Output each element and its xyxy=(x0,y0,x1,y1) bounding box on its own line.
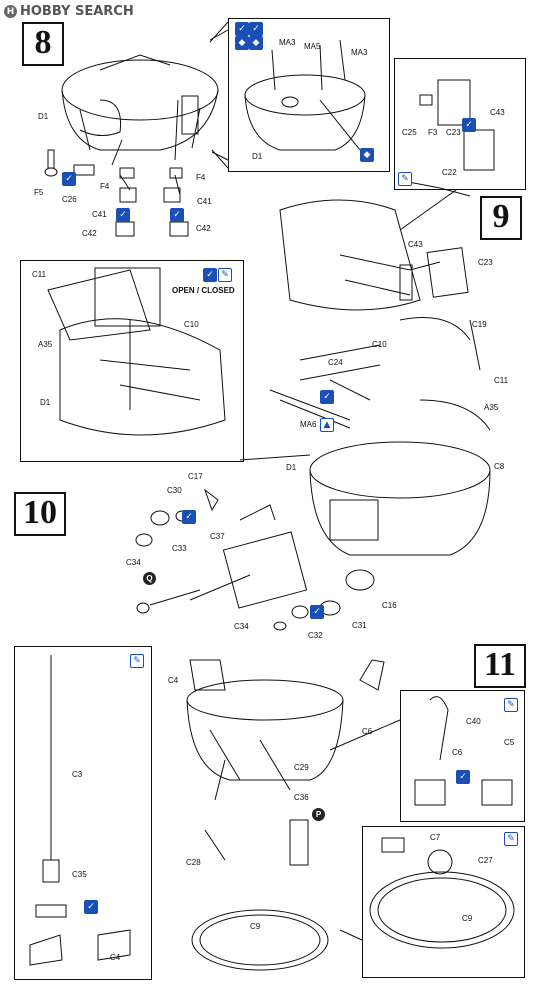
glue-icon: ✓ xyxy=(203,268,217,282)
part-label: C29 xyxy=(294,763,309,772)
brush-icon: ✎ xyxy=(218,268,232,282)
part-label: C34 xyxy=(234,622,249,631)
part-label: MA6 xyxy=(300,420,317,429)
glue-icon: ✓ xyxy=(456,770,470,784)
part-label: C43 xyxy=(408,240,423,249)
step11-detail-inset-top xyxy=(400,690,525,822)
brush-icon: ✎ xyxy=(130,654,144,668)
part-label: C41 xyxy=(92,210,107,219)
part-label: C7 xyxy=(430,833,441,842)
cement-icon: ▲ xyxy=(320,418,334,432)
step11-detail-inset-bottom xyxy=(362,826,525,978)
step8-inset-turret xyxy=(244,39,366,151)
open-closed-note: OPEN / CLOSED xyxy=(172,286,235,295)
marker-p: P xyxy=(312,808,325,821)
part-label: F3 xyxy=(428,128,438,137)
part-label: C10 xyxy=(184,320,199,329)
step11-main-drawing xyxy=(186,659,385,971)
watermark-text: HOBBY SEARCH xyxy=(20,4,134,19)
part-label: C11 xyxy=(32,270,47,279)
glue-icon: ✓ xyxy=(116,208,130,222)
marker-q: Q xyxy=(143,572,156,585)
part-label: D1 xyxy=(286,463,297,472)
step9-turret-drawing xyxy=(279,79,495,311)
part-label: C31 xyxy=(352,621,367,630)
part-label: C40 xyxy=(466,717,481,726)
part-label: C26 xyxy=(62,195,77,204)
hobby-search-watermark: H HOBBY SEARCH xyxy=(4,4,134,19)
glue-icon: ✓ xyxy=(320,390,334,404)
glue-icon: ✓ xyxy=(170,208,184,222)
part-label: C9 xyxy=(462,914,473,923)
part-label: C30 xyxy=(167,486,182,495)
part-label: C5 xyxy=(504,738,515,747)
part-label: C19 xyxy=(472,320,487,329)
part-label: F4 xyxy=(100,182,110,191)
step11-inset-drawing xyxy=(369,696,515,949)
part-label: C37 xyxy=(210,532,225,541)
part-label: MA3 xyxy=(351,48,368,57)
step-number-9: 9 xyxy=(480,196,522,240)
part-label: C8 xyxy=(494,462,505,471)
part-label: C16 xyxy=(382,601,397,610)
step8-turret-drawing xyxy=(44,29,229,237)
step11-antenna-drawing xyxy=(29,655,131,966)
part-label: MA5 xyxy=(304,42,321,51)
part-label: D1 xyxy=(38,112,49,121)
part-label: C24 xyxy=(328,358,343,367)
step-number-11: 11 xyxy=(474,644,526,688)
step11-left-panel xyxy=(14,646,152,980)
part-label: C42 xyxy=(82,229,97,238)
glue-icon: ✓ xyxy=(235,22,249,36)
part-label: F5 xyxy=(34,188,44,197)
part-label: C35 xyxy=(72,870,87,879)
part-label: C34 xyxy=(126,558,141,567)
glue-icon: ✓ xyxy=(462,118,476,132)
part-label: C6 xyxy=(452,748,463,757)
part-label: C10 xyxy=(372,340,387,349)
part-label: C42 xyxy=(196,224,211,233)
part-label: C32 xyxy=(308,631,323,640)
glue-icon: ✓ xyxy=(182,510,196,524)
glue-icon: ✓ xyxy=(84,900,98,914)
part-label: D1 xyxy=(40,398,51,407)
part-label: D1 xyxy=(252,152,263,161)
part-label: C28 xyxy=(186,858,201,867)
step10-detail-inset xyxy=(20,260,244,462)
step10-inset-drawing xyxy=(47,267,226,436)
part-label: C3 xyxy=(72,770,83,779)
part-label: A35 xyxy=(38,340,53,349)
paint-icon: ◆ xyxy=(235,36,249,50)
part-label: C36 xyxy=(294,793,309,802)
part-label: C11 xyxy=(494,376,509,385)
glue-icon: ✓ xyxy=(249,22,263,36)
part-label: C17 xyxy=(188,472,203,481)
brush-icon: ✎ xyxy=(398,172,412,186)
part-label: C41 xyxy=(197,197,212,206)
part-label: C23 xyxy=(446,128,461,137)
part-label: C27 xyxy=(478,856,493,865)
brush-icon: ✎ xyxy=(504,698,518,712)
part-label: C23 xyxy=(478,258,493,267)
part-label: C43 xyxy=(490,108,505,117)
part-label: C25 xyxy=(402,128,417,137)
part-label: C33 xyxy=(172,544,187,553)
part-label: C4 xyxy=(168,676,179,685)
paint-icon: ◆ xyxy=(360,148,374,162)
part-label: C9 xyxy=(250,922,261,931)
paint-icon: ◆ xyxy=(249,36,263,50)
hobby-search-logo-icon: H xyxy=(4,5,17,18)
part-label: C22 xyxy=(442,168,457,177)
part-label: C6 xyxy=(362,727,373,736)
glue-icon: ✓ xyxy=(62,172,76,186)
brush-icon: ✎ xyxy=(504,832,518,846)
step-number-8: 8 xyxy=(22,22,64,66)
step-number-10: 10 xyxy=(14,492,66,536)
part-label: C4 xyxy=(110,953,121,962)
part-label: A35 xyxy=(484,403,499,412)
part-label: F4 xyxy=(196,173,206,182)
part-label: MA3 xyxy=(279,38,296,47)
glue-icon: ✓ xyxy=(310,605,324,619)
